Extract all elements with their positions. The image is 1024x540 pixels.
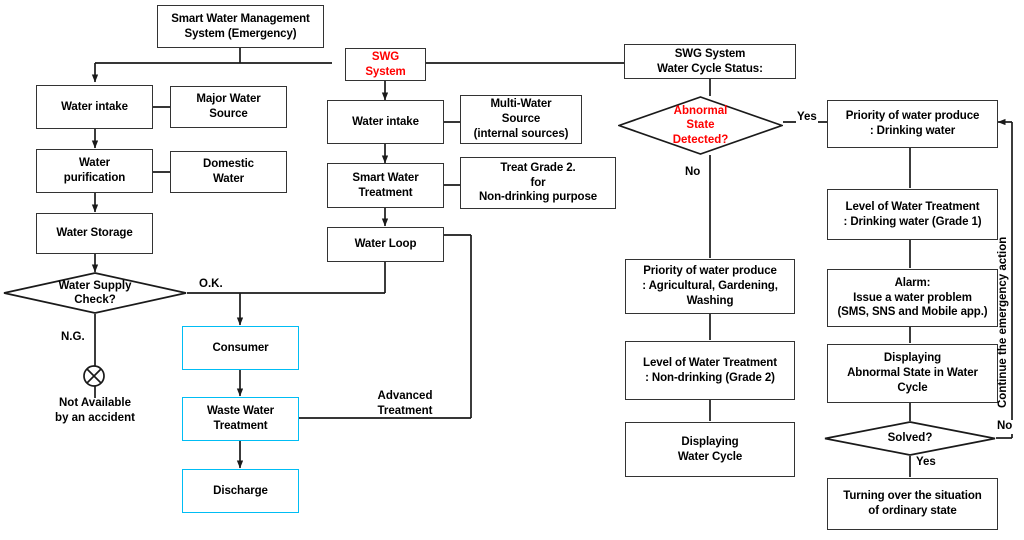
edge-label-ok: O.K. xyxy=(198,278,224,292)
edge-label-yes-solved: Yes xyxy=(915,456,937,470)
node-solved[interactable]: Solved? xyxy=(824,421,996,456)
terminator-not-available xyxy=(82,364,106,388)
node-water-intake-mid[interactable]: Water intake xyxy=(327,100,444,144)
node-level-drinking[interactable]: Level of Water Treatment: Drinking water… xyxy=(827,189,998,240)
edge-label-continue-emergency: Continue the emergency action xyxy=(997,236,1009,408)
edge-label-ng: N.G. xyxy=(60,331,86,345)
node-water-loop[interactable]: Water Loop xyxy=(327,227,444,262)
node-priority-nondrinking[interactable]: Priority of water produce: Agricultural,… xyxy=(625,259,795,314)
node-water-intake-left[interactable]: Water intake xyxy=(36,85,153,129)
node-water-storage[interactable]: Water Storage xyxy=(36,213,153,254)
node-solved-label: Solved? xyxy=(887,432,933,445)
node-priority-drinking[interactable]: Priority of water produce: Drinking wate… xyxy=(827,100,998,148)
node-alarm[interactable]: Alarm:Issue a water problem(SMS, SNS and… xyxy=(827,269,998,327)
node-level-nondrinking[interactable]: Level of Water Treatment: Non-drinking (… xyxy=(625,341,795,400)
edge-label-yes-abnormal: Yes xyxy=(796,111,818,125)
edge-label-no-solved: No xyxy=(996,420,1014,434)
node-discharge[interactable]: Discharge xyxy=(182,469,299,513)
node-consumer[interactable]: Consumer xyxy=(182,326,299,370)
edge-label-no-abnormal: No xyxy=(684,166,702,180)
